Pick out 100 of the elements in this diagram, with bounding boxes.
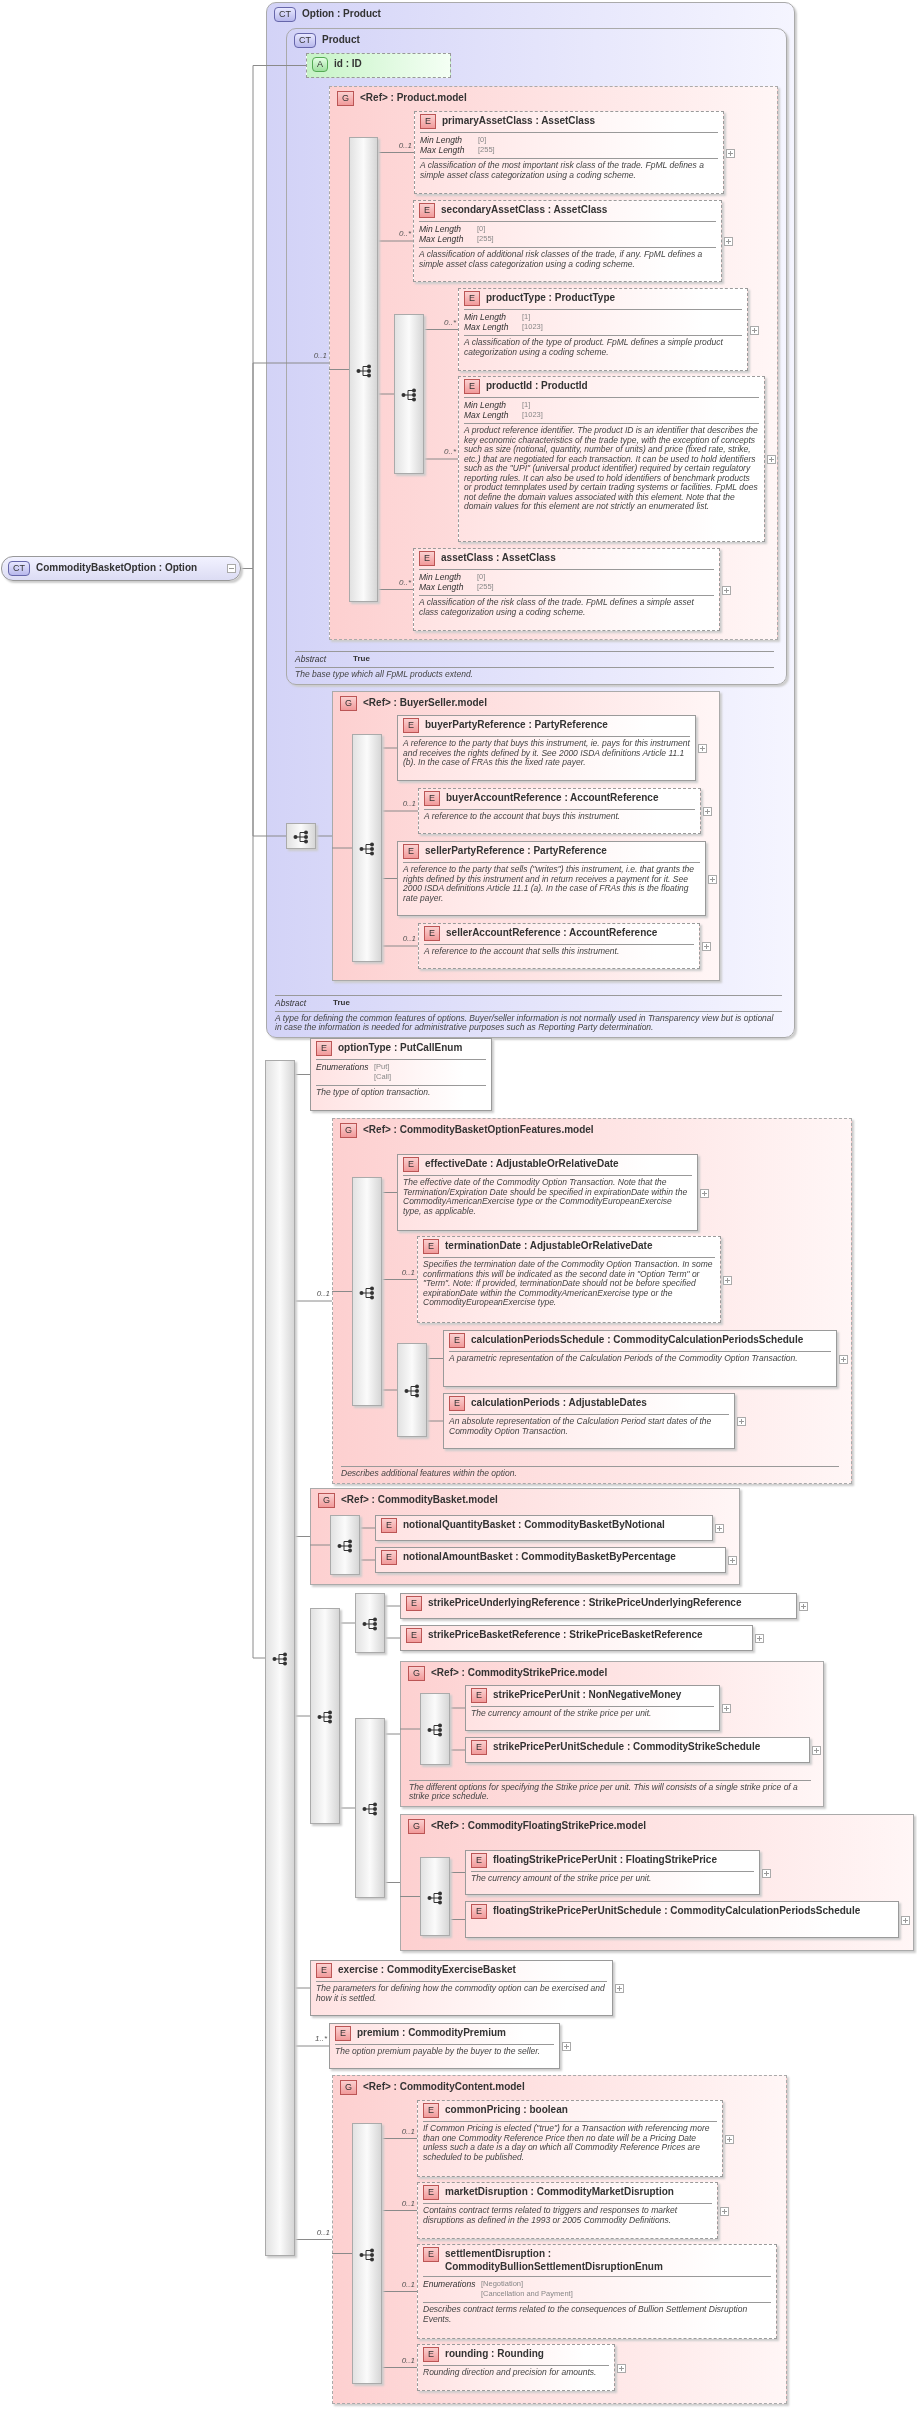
element-name: terminationDate : AdjustableOrRelativeDate [445,1239,653,1252]
element-box [329,2023,560,2069]
kind-badge: E [420,114,436,129]
facet-value: True [333,997,350,1008]
element-box [465,1737,810,1763]
description-text: A type for defining the common features of options. Buyer/seller information is not normally used in Transparency view but is optional in case the information is needed for administrative purposes such as Reporting Party determination. [275,1013,775,1033]
element-box [417,2244,777,2339]
connector-line [294,1300,333,1302]
compositor-bar [352,1177,382,1406]
kind-badge: G [340,2080,357,2095]
facet-label: Enumerations [423,2279,477,2291]
facet-label: Min Length [419,224,463,234]
element-name: floatingStrikePricePerUnitSchedule : CommodityCalculationPeriodsSchedule [493,1904,861,1917]
element-name: premium : CommodityPremium [357,2026,506,2039]
facet-label: Max Length [419,234,465,244]
kind-badge: E [424,926,440,941]
kind-badge: E [419,203,435,218]
description-text: A classification of the type of product. FpML defines a simple product categorization using a coding scheme. [464,338,724,358]
element-name: notionalAmountBasket : CommodityBasketByPercentage [403,1550,676,1563]
element-name: rounding : Rounding [445,2347,544,2360]
element-box [458,376,765,542]
description-text: A product reference identifier. The product ID is an identifier that describes the key economic characteristics of the trade type, with the exception of concepts such as size (notional, quantity, number of units) and price (fixed rate, strike, etc.) that are negotiated for each transaction. It can be used to hold identifiers such as the "UPI" (universal product identifier) required by certain regulatory reporting rules. It can also be used to hold identifiers of benchmark products or product temnplates used by certain trading systems or facilities. FpML does not define the domain values associated with this element. Note that the domain values for this element are not strictly an enumerated list. [464,426,759,512]
connector-line [339,1622,356,1624]
element-name: marketDisruption : CommodityMarketDisruption [445,2185,674,2198]
element-box [418,788,701,834]
facet-label: Abstract [275,997,308,1008]
element-name: calculationPeriods : AdjustableDates [471,1396,647,1409]
element-box [443,1330,837,1387]
group-panel [332,691,720,981]
kind-badge: E [316,1963,332,1978]
kind-badge: E [316,1041,332,1056]
kind-badge: E [381,1550,397,1565]
connector-line [426,1420,444,1422]
description-text: Describes contract terms related to the consequences of Bullion Settlement Disruption Events. [423,2305,749,2325]
facet-label: Min Length [419,572,463,582]
description-text: A reference to the party that sells ("writes") this instrument, i.e. that grants the rights defined by this instrument and in return receives a payment for it. See 2000 ISDA definitions Article 11.1 (a). In the case of FRAs this is the floating rate payer. [403,865,696,904]
connector-line [359,1559,376,1561]
connector-line [381,747,398,749]
kind-badge: CT [274,7,296,22]
multiplicity-label: 0..1 [400,2279,415,2290]
element-box [310,1038,492,1111]
kind-badge: CT [8,561,30,576]
compositor-bar [352,2123,382,2384]
facet-label: Max Length [464,410,510,420]
facet-label: Abstract [295,654,328,665]
kind-badge: E [423,1239,439,1254]
description-text: A reference to the account that buys this instrument. [424,812,622,822]
kind-badge: E [406,1628,422,1643]
connector-line [377,240,414,242]
connector-line [381,2210,418,2211]
element-name: strikePriceUnderlyingReference : StrikePriceUnderlyingReference [428,1596,742,1609]
connector-line [331,1291,353,1292]
element-box [397,841,706,916]
description-text: Rounding direction and precision for amounts. [423,2368,598,2378]
connector-line [384,1605,401,1607]
element-name: effectiveDate : AdjustableOrRelativeDate [425,1157,619,1170]
element-box [310,1960,613,2016]
description-text: A reference to the party that buys this instrument, ie. pays for this instrument and receives the rights defined by it. See 2000 ISDA definitions Article 11.1 (b). In the case of FRAs this the fixed rate payer. [403,739,690,768]
description-text: A classification of the most important risk class of the trade. FpML defines a simple asset class categorization using a coding scheme. [420,161,705,181]
compositor-bar [349,137,378,602]
description-text: The currency amount of the strike price per unit. [471,1709,653,1719]
connector-line [381,2367,418,2368]
multiplicity-label: 0..1 [401,934,416,944]
connector-line [381,2138,418,2139]
multiplicity-label: 0..1 [397,140,412,151]
element-name: productType : ProductType [486,291,616,304]
description-text: The parameters for defining how the commodity option can be exercised and how it is settled. [316,1984,606,2004]
element-box [465,1901,899,1938]
kind-badge: E [471,1740,487,1755]
description-text: If Common Pricing is elected ("true") for a Transaction with referencing more than one Commodity Reference Price then no date will be a Pricing Date unless such a date is a day on which all Commodity Reference Prices are scheduled to be published. [423,2124,711,2163]
connector-line [331,2253,353,2254]
description-text: Describes additional features within the option. [341,1469,518,1479]
description-text: Specifies the termination date of the Commodity Option Transaction. In some confirmations this will be indicated as the second date in "Option Term" or "Term". Note: If provided, terminationDate should not be before specified expirationDate within the CommodityAmericanExercise type or the CommodityEuropeanExercise type. [423,1260,714,1308]
kind-badge: E [464,379,480,394]
kind-badge: E [335,2026,351,2041]
facet-label: Min Length [464,400,508,410]
connector-line [294,2239,333,2240]
element-box [375,1547,726,1573]
facet-label: Min Length [420,135,464,145]
element-box [417,2344,615,2391]
element-box [413,548,720,631]
multiplicity-label: 0..* [398,229,411,239]
compositor-bar [310,1608,340,1824]
element-name: secondaryAssetClass : AssetClass [441,203,608,216]
facet-label: Max Length [420,145,466,155]
kind-badge: E [403,844,419,859]
connector-line [339,1807,356,1809]
kind-badge: E [403,1157,419,1172]
group-panel [400,1661,824,1807]
element-name: strikePricePerUnit : NonNegativeMoney [493,1688,682,1701]
kind-badge: E [449,1333,465,1348]
element-name: notionalQuantityBasket : CommodityBasketByNotional [403,1518,665,1531]
connector-line [294,1074,311,1075]
connector-line [309,1544,331,1546]
description-text: The effective date of the Commodity Option Transaction. Note that the Termination/Expiration Date should be specified in expirationDate within the CommodityAmericanExercise type or the CommodityEuropeanExercise type, as applicable. [403,1178,689,1217]
group-name: <Ref> : BuyerSeller.model [363,696,487,709]
element-name: floatingStrikePricePerUnit : FloatingStrikePrice [493,1853,717,1866]
group-panel [329,86,778,640]
connector-line [384,1733,401,1735]
group-panel [332,1118,852,1484]
